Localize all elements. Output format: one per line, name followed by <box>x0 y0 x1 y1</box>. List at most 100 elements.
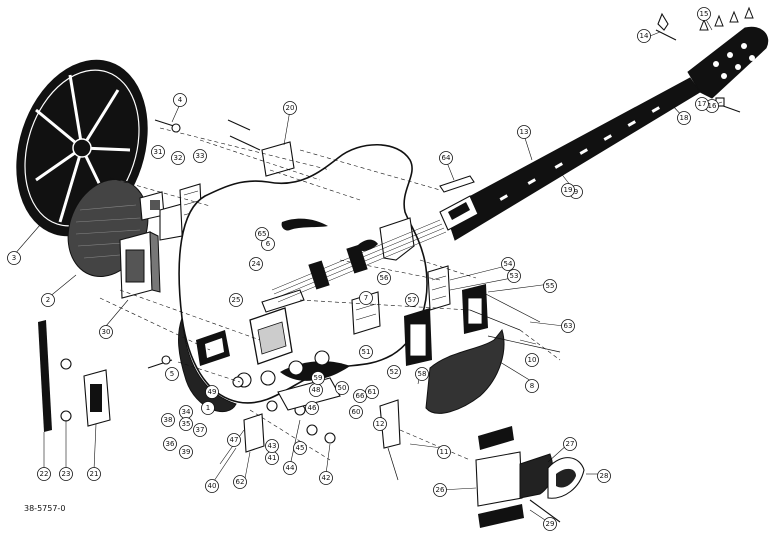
callout-4: 4 <box>173 93 187 107</box>
callout-56: 56 <box>377 271 391 285</box>
callout-22: 22 <box>37 467 51 481</box>
callout-59: 59 <box>311 371 325 385</box>
callout-label: 43 <box>268 442 277 450</box>
callout-label: 12 <box>376 420 385 428</box>
callout-circle <box>41 293 55 307</box>
callout-label: 64 <box>442 154 451 162</box>
callout-label: 61 <box>368 388 377 396</box>
callout-2: 2 <box>41 293 55 307</box>
callout-circle <box>377 271 391 285</box>
callout-label: 6 <box>266 240 271 248</box>
callout-39: 39 <box>179 445 193 459</box>
callout-circle <box>227 433 241 447</box>
callout-64: 64 <box>439 151 453 165</box>
callout-19: 19 <box>561 183 575 197</box>
callout-circle <box>677 111 691 125</box>
guitar-body <box>178 143 447 413</box>
callout-circle <box>637 29 651 43</box>
callout-label: 55 <box>546 282 555 290</box>
callout-label: 19 <box>564 186 573 194</box>
callout-label: 37 <box>196 426 205 434</box>
callout-circle <box>205 479 219 493</box>
callout-circle <box>293 441 307 455</box>
callout-circle <box>525 353 539 367</box>
callout-label: 52 <box>390 368 399 376</box>
callout-34: 34 <box>179 405 193 419</box>
callout-label: 32 <box>174 154 183 162</box>
loose-hardware <box>38 119 585 528</box>
callout-7: 7 <box>359 291 373 305</box>
callout-label: 48 <box>312 386 321 394</box>
callout-53: 53 <box>507 269 521 283</box>
callout-38: 38 <box>161 413 175 427</box>
callout-label: 5 <box>170 370 174 378</box>
callout-label: 2 <box>46 296 50 304</box>
callout-label: 50 <box>338 384 347 392</box>
callout-label: 4 <box>178 96 183 104</box>
callout-circle <box>517 125 531 139</box>
callout-circle <box>161 413 175 427</box>
callout-label: 7 <box>364 294 368 302</box>
callout-circle <box>439 151 453 165</box>
callout-24: 24 <box>249 257 263 271</box>
neck-block <box>439 195 479 231</box>
callout-circle <box>193 149 207 163</box>
callout-circle <box>99 325 113 339</box>
callout-58: 58 <box>415 367 429 381</box>
callout-8: 8 <box>525 379 539 393</box>
callout-circle <box>283 101 297 115</box>
callout-62: 62 <box>233 475 247 489</box>
callout-circle <box>233 475 247 489</box>
callout-label: 8 <box>530 382 534 390</box>
callout-circle <box>501 257 515 271</box>
callout-circle <box>543 279 557 293</box>
callout-circle <box>305 401 319 415</box>
callout-32: 32 <box>171 151 185 165</box>
callout-29: 29 <box>543 517 557 531</box>
guitar-neck <box>444 6 769 241</box>
callout-label: 20 <box>286 104 295 112</box>
callout-21: 21 <box>87 467 101 481</box>
callout-label: 10 <box>528 356 537 364</box>
callout-circle <box>229 293 243 307</box>
callout-label: 3 <box>12 254 16 262</box>
assembly-guide-lines <box>99 127 561 461</box>
callout-47: 47 <box>227 433 241 447</box>
callout-51: 51 <box>359 345 373 359</box>
callout-label: 1 <box>206 404 210 412</box>
callout-65: 65 <box>255 227 269 241</box>
amplifier-chassis <box>119 231 161 299</box>
callout-circle <box>87 467 101 481</box>
callout-label: 49 <box>208 388 217 396</box>
callout-28: 28 <box>597 469 611 483</box>
callout-5: 5 <box>165 367 179 381</box>
callout-label: 42 <box>322 474 331 482</box>
callout-circle <box>193 423 207 437</box>
callout-60: 60 <box>349 405 363 419</box>
callout-25: 25 <box>229 293 243 307</box>
callout-label: 26 <box>436 486 445 494</box>
callout-label: 44 <box>286 464 295 472</box>
callout-circle <box>201 401 215 415</box>
callout-label: 53 <box>510 272 519 280</box>
callout-label: 15 <box>700 10 709 18</box>
callout-46: 46 <box>305 401 319 415</box>
callout-circle <box>249 257 263 271</box>
callout-50: 50 <box>335 381 349 395</box>
callout-circle <box>697 7 711 21</box>
callout-circle <box>415 367 429 381</box>
callout-61: 61 <box>365 385 379 399</box>
callout-circle <box>387 365 401 379</box>
callout-52: 52 <box>387 365 401 379</box>
callout-circle <box>283 461 297 475</box>
callout-30: 30 <box>99 325 113 339</box>
callout-label: 36 <box>166 440 175 448</box>
callout-1: 1 <box>201 401 215 415</box>
callout-circle <box>563 437 577 451</box>
callout-circle <box>7 251 21 265</box>
callout-circle <box>433 483 447 497</box>
callout-label: 56 <box>380 274 389 282</box>
callout-15: 15 <box>697 7 711 21</box>
callout-10: 10 <box>525 353 539 367</box>
